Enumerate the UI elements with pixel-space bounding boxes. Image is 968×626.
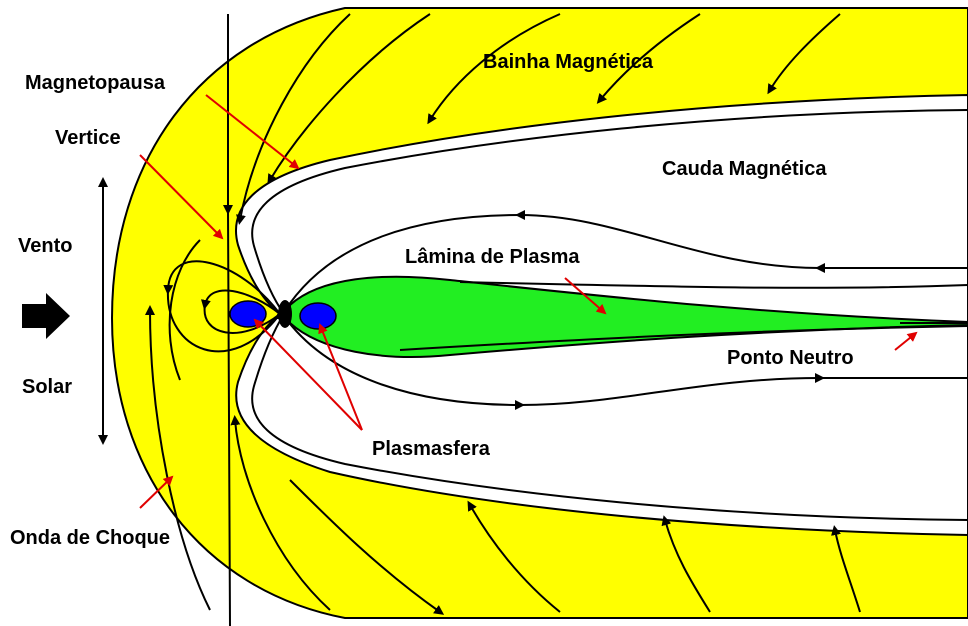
solar-wind-arrow-icon (22, 293, 70, 339)
plasmasphere-left (230, 301, 266, 327)
label-solar-wind-top: Vento (18, 235, 72, 257)
earth (278, 300, 292, 328)
label-neutral-point: Ponto Neutro (727, 347, 854, 369)
label-cusp: Vertice (55, 127, 121, 149)
label-magnetosheath: Bainha Magnética (483, 51, 654, 73)
label-magnetopause: Magnetopausa (25, 72, 166, 94)
plasmasphere-right (300, 303, 336, 329)
label-magnetotail: Cauda Magnética (662, 158, 827, 180)
label-bow-shock: Onda de Choque (10, 527, 170, 549)
label-plasmasphere: Plasmasfera (372, 438, 491, 460)
label-solar-wind-bottom: Solar (22, 376, 72, 398)
label-plasma-sheet: Lâmina de Plasma (405, 246, 580, 268)
